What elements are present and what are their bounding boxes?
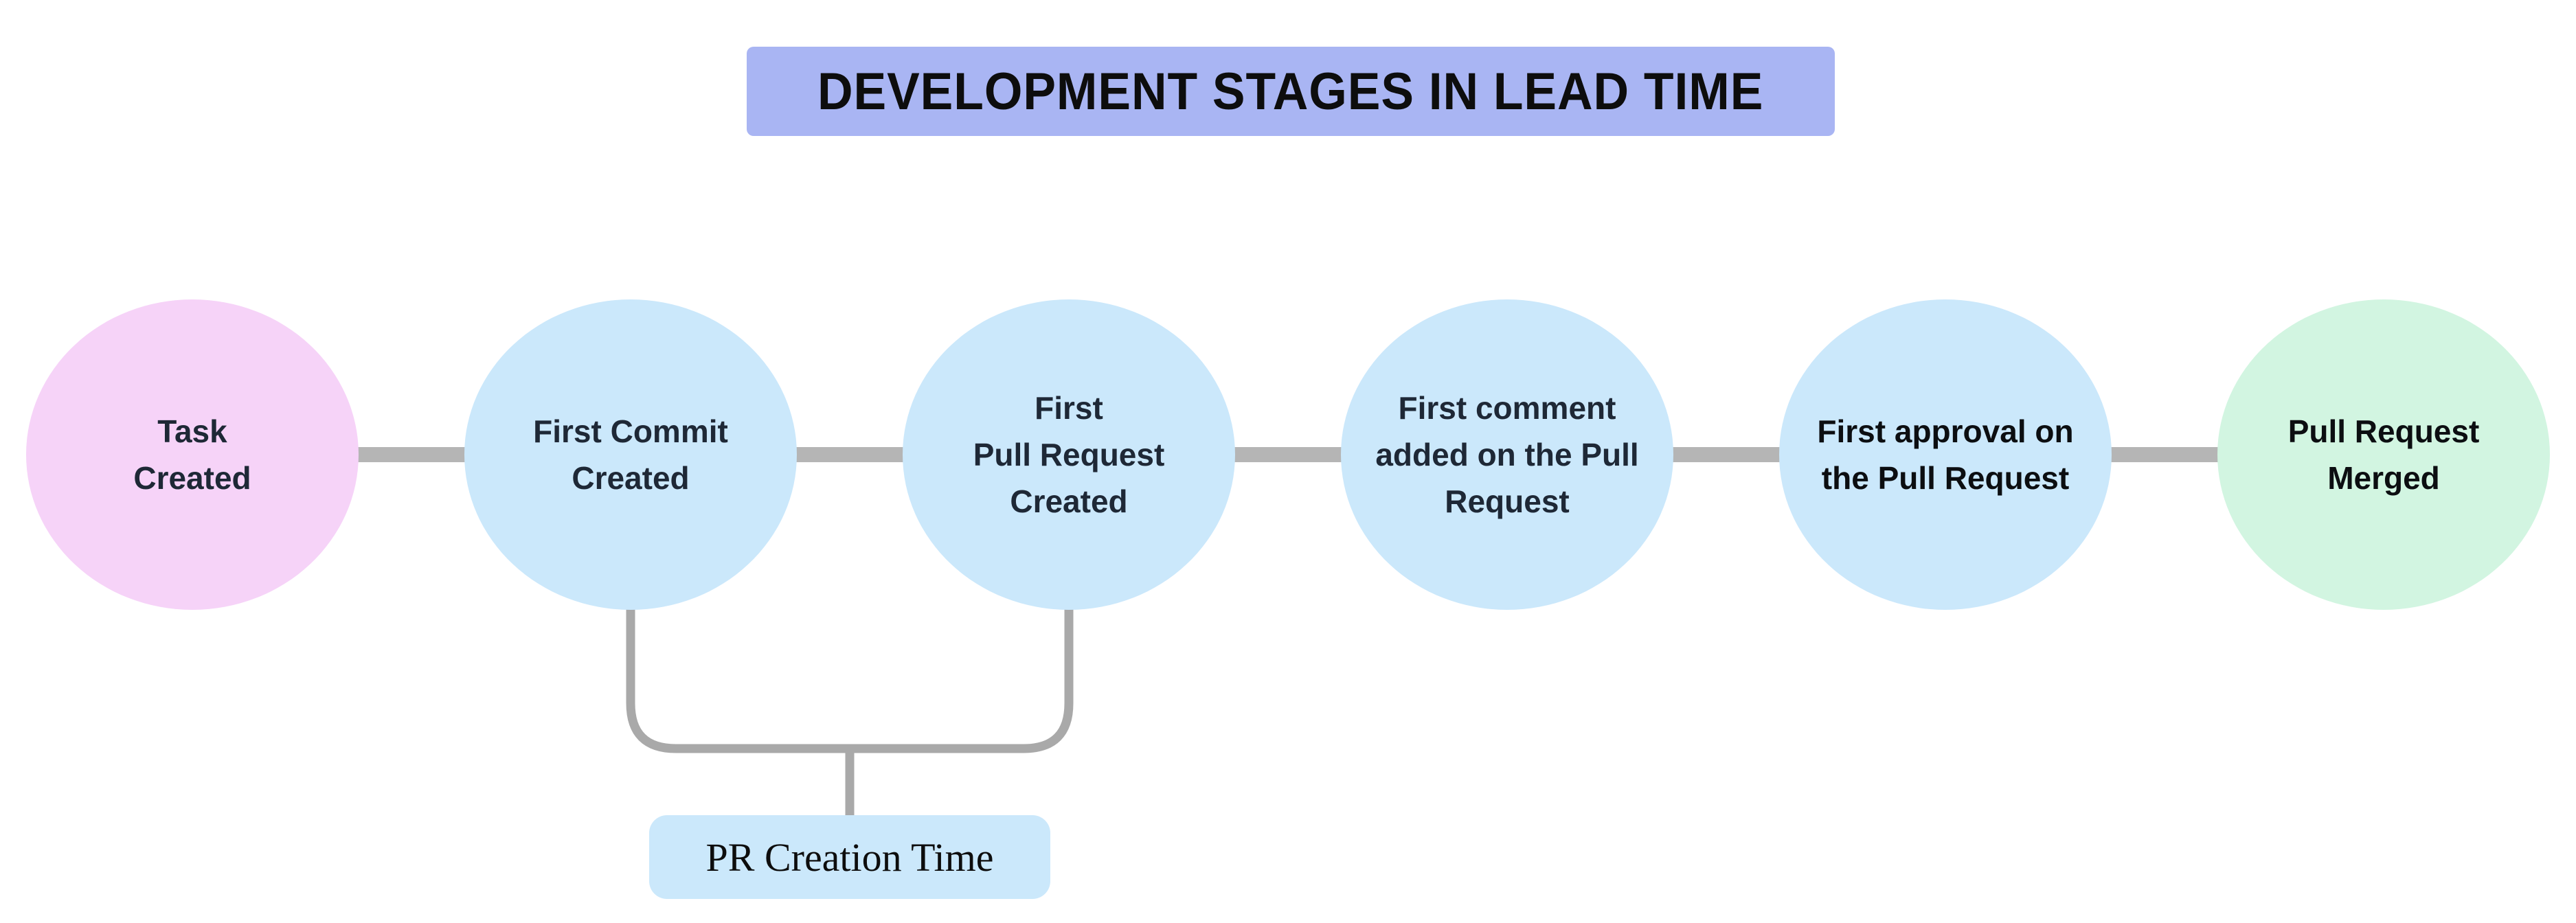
title-banner: DEVELOPMENT STAGES IN LEAD TIME [747, 47, 1835, 136]
stage-label: Pull Request Merged [2287, 413, 2480, 496]
pr-bracket [626, 604, 1074, 753]
stage-node-first-comment-added: First comment added on the Pull Request [1341, 299, 1673, 610]
stage-node-first-approval: First approval on the Pull Request [1779, 299, 2112, 610]
title-text: DEVELOPMENT STAGES IN LEAD TIME [817, 62, 1764, 121]
stage-label: Task Created [133, 413, 251, 496]
stage-node-pull-request-merged: Pull Request Merged [2217, 299, 2550, 610]
pr-creation-time-box: PR Creation Time [649, 815, 1050, 899]
stage-node-first-commit-created: First Commit Created [464, 299, 797, 610]
stage-label: First approval on the Pull Request [1817, 413, 2074, 496]
stage-node-first-pull-request-created: First Pull Request Created [903, 299, 1235, 610]
stage-label: First Commit Created [533, 413, 728, 496]
stage-label: First Pull Request Created [973, 390, 1165, 519]
stage-node-task-created: Task Created [26, 299, 359, 610]
pr-creation-time-label: PR Creation Time [705, 834, 994, 880]
stage-label: First comment added on the Pull Request [1375, 390, 1639, 519]
